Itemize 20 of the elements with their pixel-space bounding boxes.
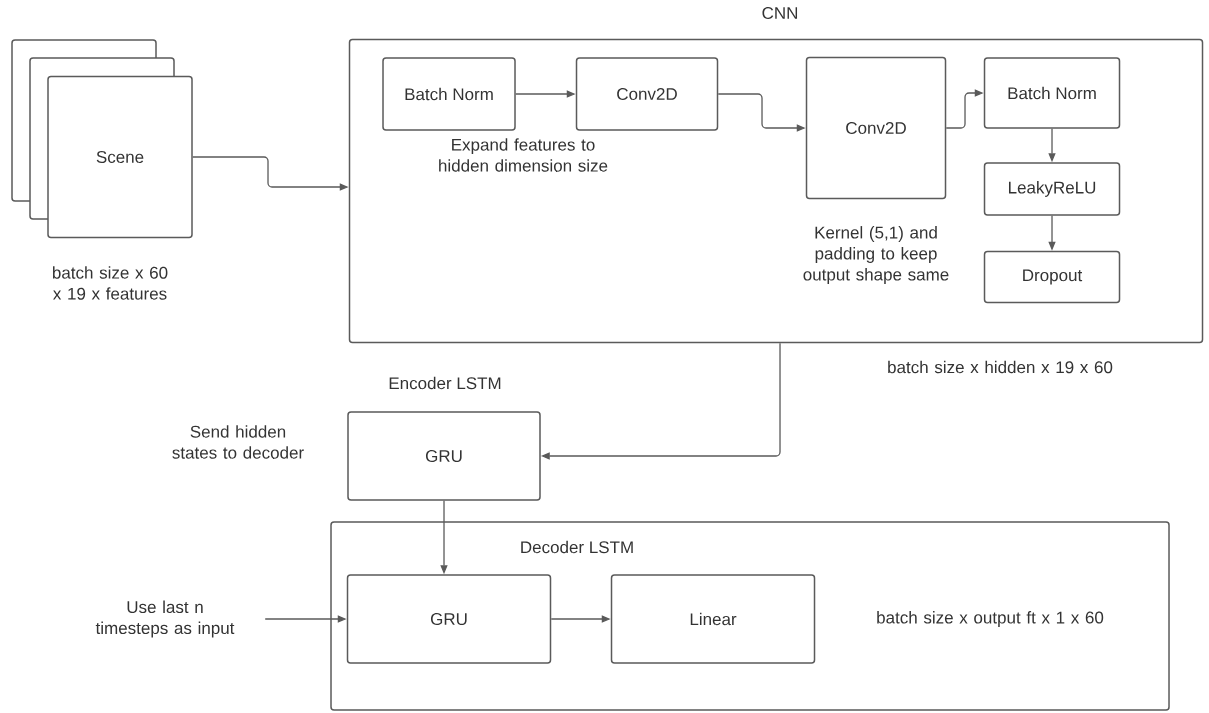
annotation: Send hidden states to decoder [172,425,304,459]
annotation: batch size x 60 x 19 x features [53,266,168,300]
process-box: GRU [346,574,552,664]
stacked-pages: Scene [11,39,193,239]
process-box: Batch Norm [382,57,516,131]
process-box: LeakyReLU [983,162,1121,216]
process-box: Batch Norm [983,57,1121,129]
process-box: Conv2D [805,56,947,200]
group-heading: Decoder LSTM [521,540,633,554]
group-heading: CNN [762,7,798,20]
process-box: Dropout [983,250,1121,304]
annotation: Expand features to hidden dimension size [439,138,608,172]
block-heading: Encoder LSTM [389,376,501,390]
process-box: GRU [347,411,541,501]
process-box: Linear [610,574,816,664]
annotation: batch size x hidden x 19 x 60 [888,360,1113,374]
input-note: Use last n timesteps as input [95,600,235,638]
annotation: Kernel (5,1) and padding to keep output shape same [803,226,949,284]
annotation: batch size x output ft x 1 x 60 [877,611,1104,627]
process-box: Conv2D [575,57,719,131]
